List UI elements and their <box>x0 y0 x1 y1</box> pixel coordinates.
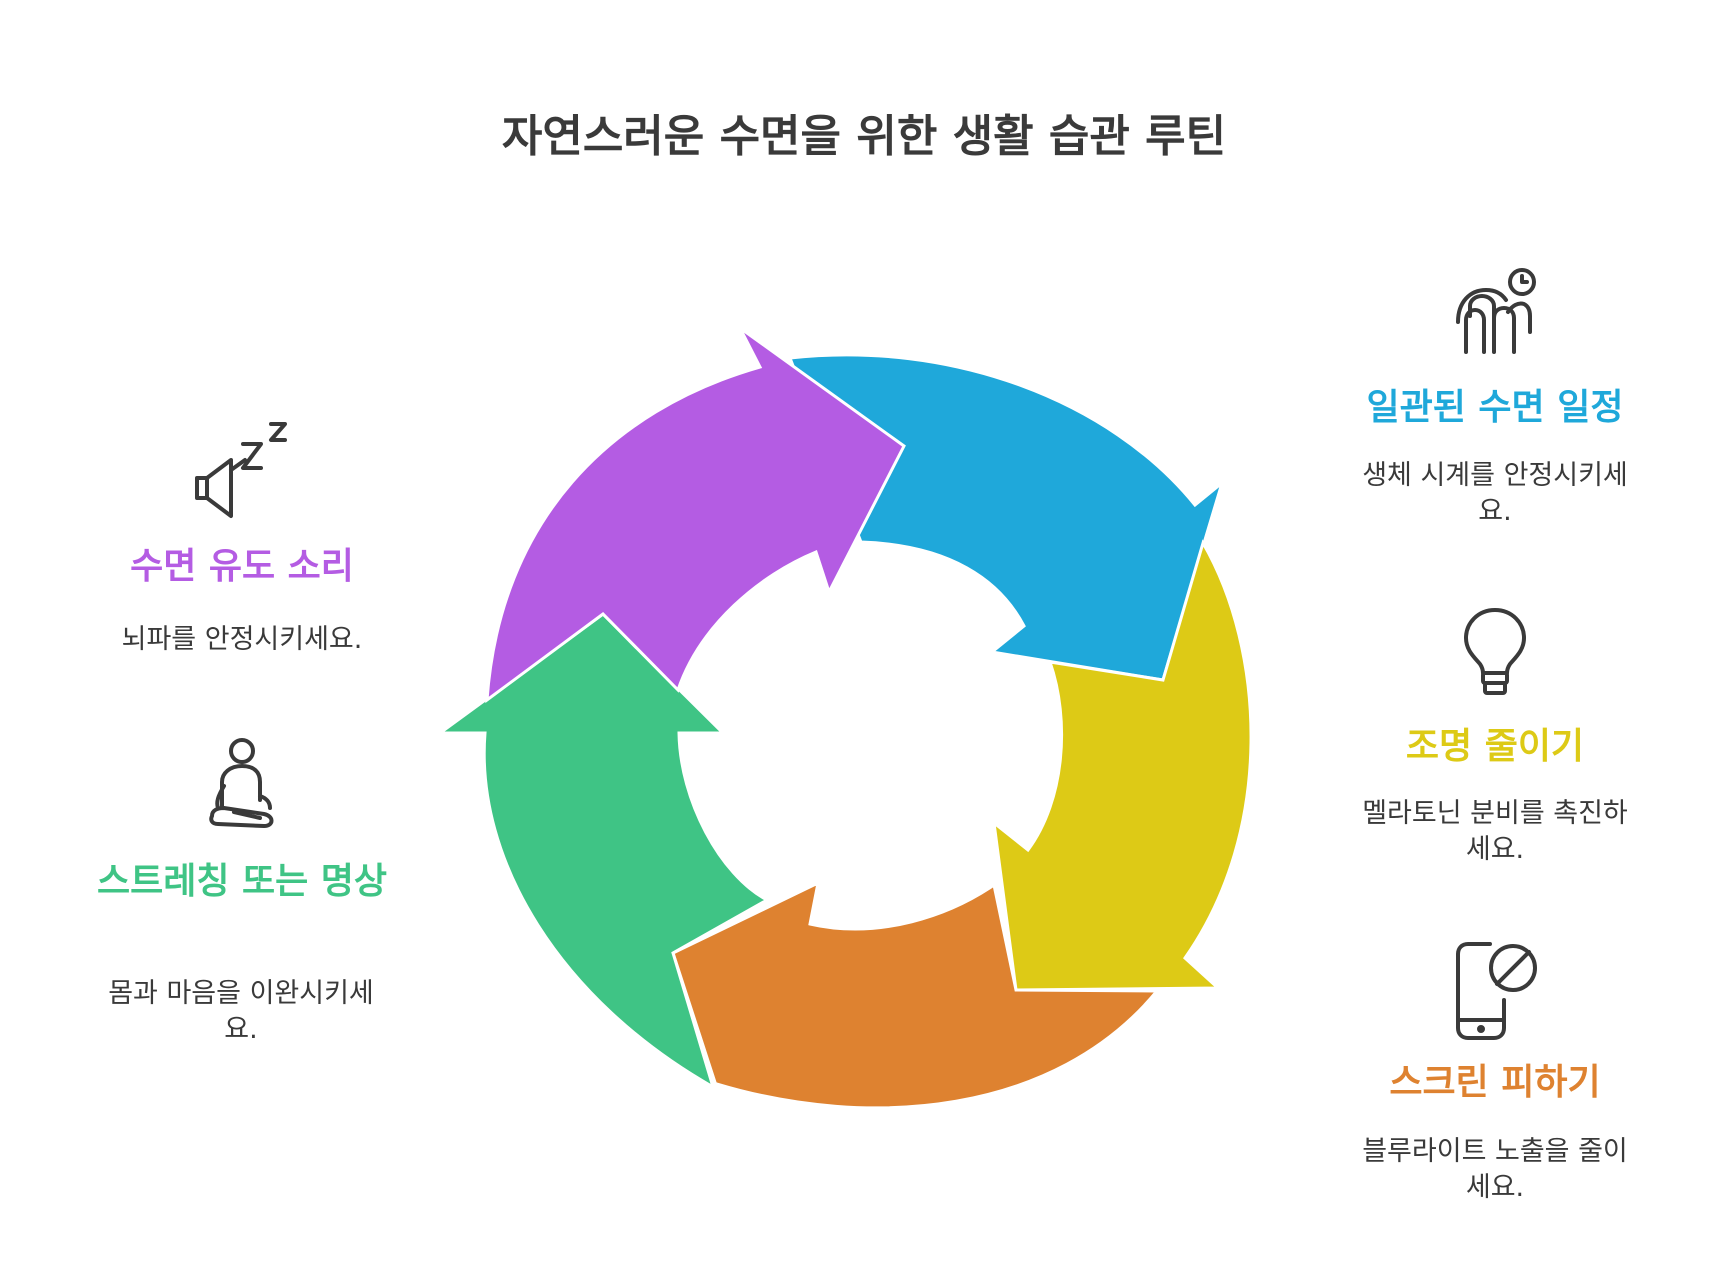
step-label-consistent-schedule: 일관된 수면 일정 <box>1366 387 1624 428</box>
sleep-sound-icon <box>195 422 287 518</box>
cycle-arrow-stretching-meditation <box>435 612 771 1091</box>
step-label-dim-lighting: 조명 줄이기 <box>1405 726 1585 767</box>
cycle-arrow-dim-lighting <box>992 539 1253 992</box>
step-label-sleep-sounds: 수면 유도 소리 <box>130 546 354 587</box>
step-desc-sleep-sounds: 뇌파를 안정시키세요. <box>121 624 363 655</box>
page-title: 자연스러운 수면을 위한 생활 습관 루틴 <box>501 111 1227 162</box>
step-desc-stretching-meditation: 몸과 마음을 이완시키세요. <box>108 978 374 1045</box>
step-desc-dim-lighting: 멜라토닌 분비를 촉진하세요. <box>1362 798 1628 865</box>
meditation-icon <box>209 738 274 828</box>
step-label-avoid-screens: 스크린 피하기 <box>1389 1062 1601 1103</box>
cycle-arrow-sleep-sounds <box>485 326 906 704</box>
phone-blocked-icon <box>1456 942 1537 1040</box>
cycle-arrow-consistent-schedule <box>787 353 1225 682</box>
step-desc-consistent-schedule: 생체 시계를 안정시키세요. <box>1362 460 1628 527</box>
step-label-stretching-meditation: 스트레칭 또는 명상 <box>96 861 388 902</box>
fingers-clock-icon <box>1456 268 1536 354</box>
step-desc-avoid-screens: 블루라이트 노출을 줄이세요. <box>1362 1136 1628 1203</box>
lightbulb-icon <box>1464 608 1526 695</box>
cycle-arrow-avoid-screens <box>671 880 1161 1145</box>
